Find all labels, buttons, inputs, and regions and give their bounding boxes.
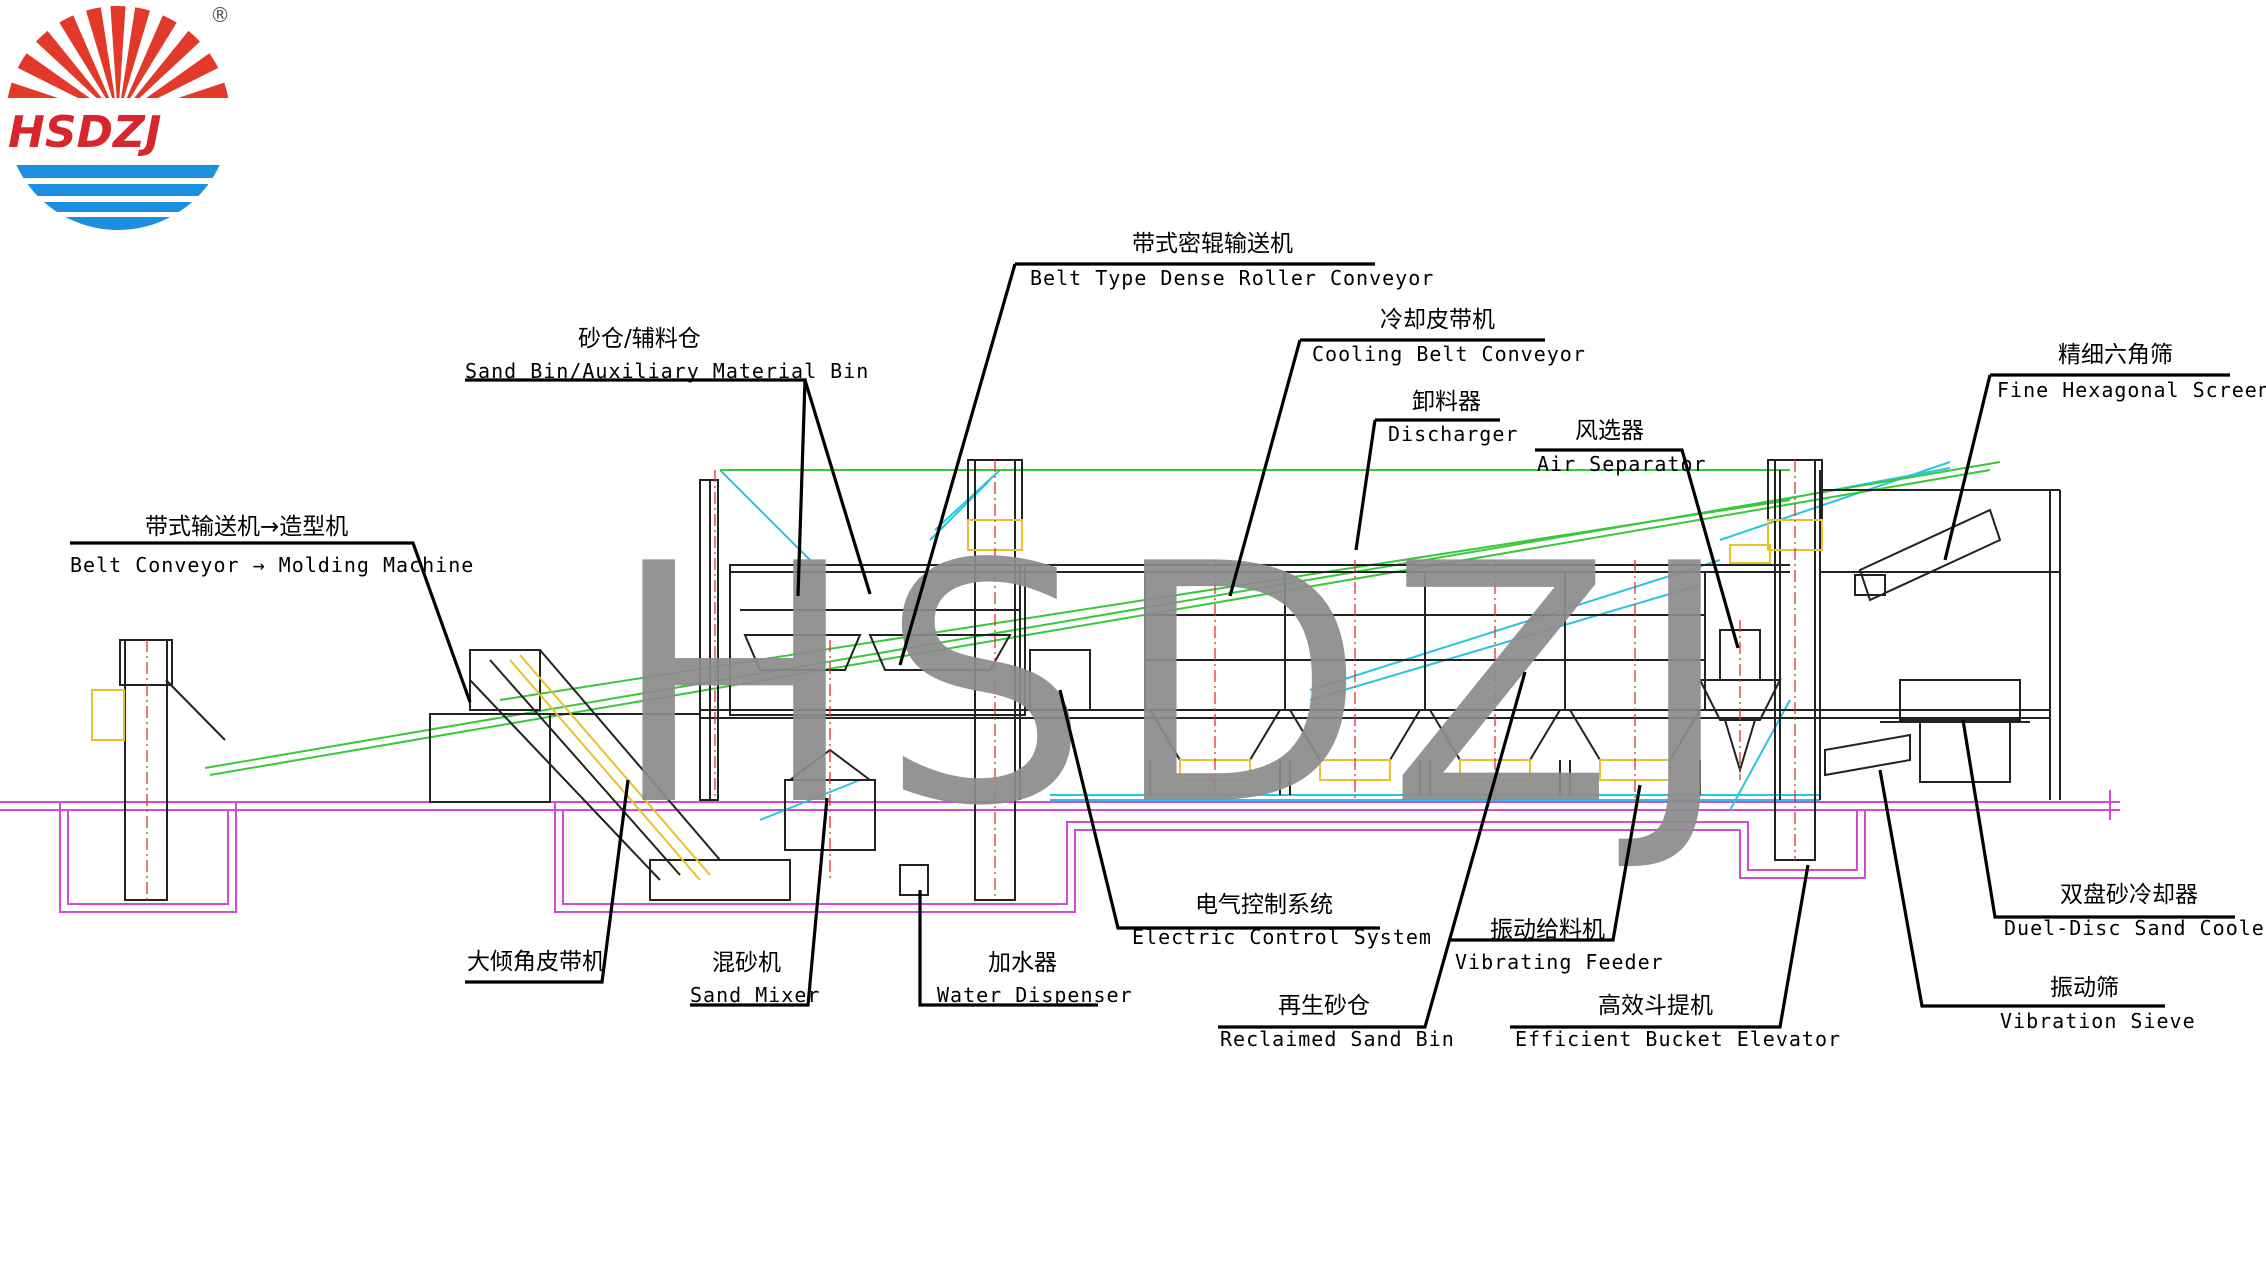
label-sand-mixer-en: Sand Mixer	[690, 983, 820, 1007]
label-bucket-elevator-en: Efficient Bucket Elevator	[1515, 1027, 1841, 1051]
label-hex-screen-cn: 精细六角筛	[2058, 342, 2173, 368]
watermark: HSDZJ	[610, 494, 1755, 878]
label-vibration-sieve-cn: 振动筛	[2050, 975, 2119, 1001]
yellow-equipment	[91, 519, 1823, 881]
plant-structure	[119, 459, 2061, 901]
label-air-separator-cn: 风选器	[1575, 418, 1644, 444]
label-disc-cooler-en: Duel-Disc Sand Cooler	[2004, 916, 2266, 940]
label-sand-bin-en: Sand Bin/Auxiliary Material Bin	[465, 359, 869, 383]
label-water-dispenser-cn: 加水器	[988, 950, 1057, 976]
label-electric-control-cn: 电气控制系统	[1195, 892, 1333, 918]
label-water-dispenser-en: Water Dispenser	[937, 983, 1133, 1007]
label-incline-belt-cn: 大倾角皮带机	[467, 949, 605, 975]
logo-text: HSDZJ	[8, 107, 161, 158]
label-vibration-sieve-en: Vibration Sieve	[2000, 1009, 2196, 1033]
label-discharger-cn: 卸料器	[1412, 389, 1481, 415]
label-reclaimed-bin-en: Reclaimed Sand Bin	[1220, 1027, 1455, 1051]
label-vibrating-feeder-en: Vibrating Feeder	[1455, 950, 1664, 974]
label-cooling-belt-cn: 冷却皮带机	[1380, 307, 1495, 333]
label-reclaimed-bin-cn: 再生砂仓	[1278, 993, 1370, 1019]
label-dense-roller-cn: 带式密辊输送机	[1132, 231, 1293, 257]
label-sand-mixer-cn: 混砂机	[712, 950, 781, 976]
label-belt-conveyor-en: Belt Conveyor → Molding Machine	[70, 553, 474, 577]
registered-mark: ®	[210, 3, 230, 27]
labels: 带式输送机→造型机 Belt Conveyor → Molding Machin…	[70, 231, 2266, 1051]
label-belt-conveyor-cn: 带式输送机→造型机	[145, 514, 348, 540]
label-disc-cooler-cn: 双盘砂冷却器	[2060, 882, 2198, 908]
label-air-separator-en: Air Separator	[1537, 452, 1707, 476]
leader-lines	[70, 262, 2235, 1029]
label-vibrating-feeder-cn: 振动给料机	[1490, 917, 1605, 943]
label-electric-control-en: Electric Control System	[1132, 925, 1432, 949]
label-sand-bin-cn: 砂仓/辅料仓	[578, 326, 701, 352]
label-cooling-belt-en: Cooling Belt Conveyor	[1312, 342, 1586, 366]
red-centerlines	[146, 460, 1796, 900]
label-bucket-elevator-cn: 高效斗提机	[1598, 993, 1713, 1019]
label-dense-roller-en: Belt Type Dense Roller Conveyor	[1030, 266, 1434, 290]
label-discharger-en: Discharger	[1388, 422, 1518, 446]
floor-outline	[0, 790, 2120, 913]
label-hex-screen-en: Fine Hexagonal Screen	[1997, 378, 2266, 402]
company-logo: HSDZJ ®	[6, 3, 230, 230]
